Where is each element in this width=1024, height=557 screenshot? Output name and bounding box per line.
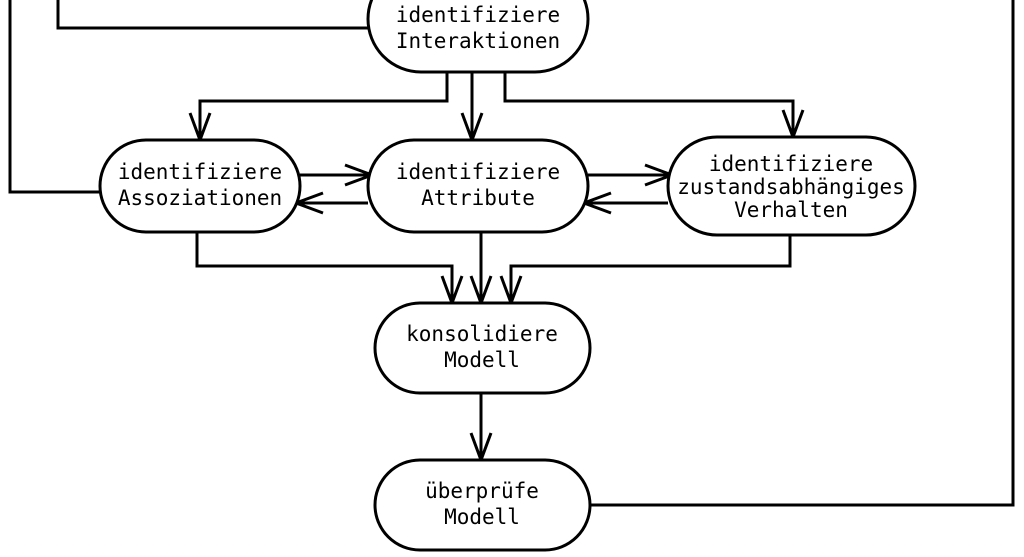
node-label-attribute-line1: identifiziere <box>396 160 560 184</box>
node-shape-zustandsabhaengiges <box>666 135 917 237</box>
node-layer: identifiziere Interaktionen identifizier… <box>98 0 917 552</box>
node-label-ueberpruefe-line1: überprüfe <box>425 479 539 503</box>
node-identifiziere-zustandsabhaengiges-verhalten[interactable]: identifiziere zustandsabhängiges Verhalt… <box>666 135 917 237</box>
edge-zustand-to-konsolidiere <box>509 235 792 299</box>
node-konsolidiere-modell[interactable]: konsolidiere Modell <box>373 301 592 395</box>
edge-ueberpruefe-feedback-right <box>590 0 1015 507</box>
node-ueberpruefe-modell[interactable]: überprüfe Modell <box>373 458 592 552</box>
edge-interaktionen-left-return <box>56 0 368 30</box>
node-label-konsolidiere-line1: konsolidiere <box>406 322 558 346</box>
edge-assoziationen-feedback-left <box>8 0 100 194</box>
node-label-zustand-line3: Verhalten <box>734 198 848 222</box>
node-shape-interaktionen <box>366 0 590 74</box>
node-shape-assoziationen <box>98 138 302 234</box>
edge-assoziationen-to-konsolidiere <box>195 232 454 299</box>
node-label-interaktionen-line1: identifiziere <box>396 3 560 27</box>
edge-interaktionen-to-zustand <box>503 72 795 133</box>
node-shape-attribute <box>366 138 590 234</box>
node-identifiziere-interaktionen[interactable]: identifiziere Interaktionen <box>366 0 590 74</box>
node-label-ueberpruefe-line2: Modell <box>444 505 520 529</box>
node-label-konsolidiere-line2: Modell <box>444 348 520 372</box>
node-shape-ueberpruefe <box>373 458 592 552</box>
node-label-assoziationen-line2: Assoziationen <box>118 186 282 210</box>
node-label-interaktionen-line2: Interaktionen <box>396 29 560 53</box>
node-label-assoziationen-line1: identifiziere <box>118 160 282 184</box>
node-shape-konsolidiere <box>373 301 592 395</box>
node-label-zustand-line2: zustandsabhängiges <box>677 175 905 199</box>
edge-layer <box>8 0 1015 507</box>
node-label-attribute-line2: Attribute <box>421 186 535 210</box>
node-label-zustand-line1: identifiziere <box>709 152 873 176</box>
node-identifiziere-attribute[interactable]: identifiziere Attribute <box>366 138 590 234</box>
node-identifiziere-assoziationen[interactable]: identifiziere Assoziationen <box>98 138 302 234</box>
edge-interaktionen-to-assoziationen <box>198 72 449 136</box>
